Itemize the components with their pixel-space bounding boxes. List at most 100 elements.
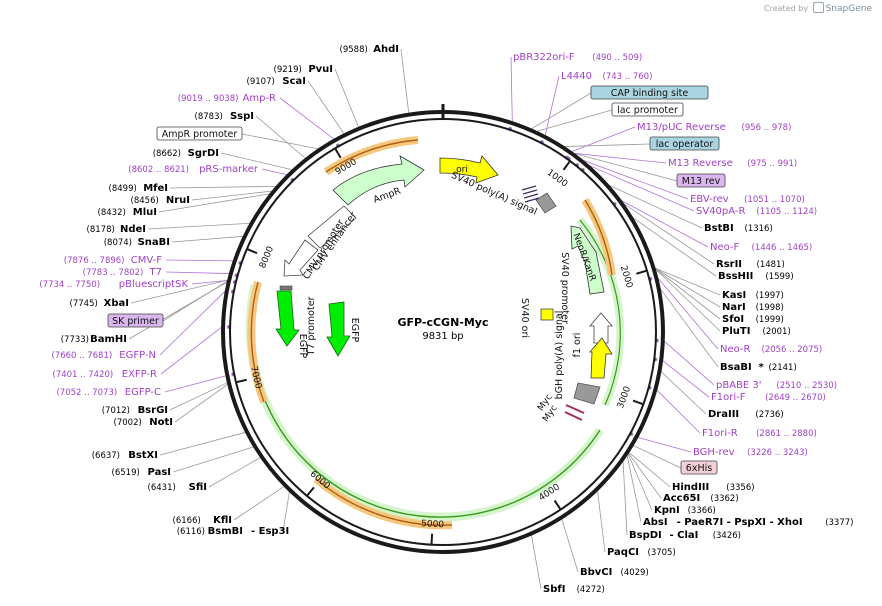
primer-egfp-n[interactable]: EGFP-N(7660 .. 7681) bbox=[51, 350, 156, 361]
feature-box-6xhis[interactable]: 6xHis bbox=[680, 460, 718, 475]
feature-box-lac-promoter[interactable]: lac promoter bbox=[611, 102, 684, 117]
primer-name: pBABE 3' bbox=[716, 380, 762, 391]
enzyme-site-sfoi[interactable]: SfoI(1999) bbox=[722, 314, 784, 325]
primer-prs-marker[interactable]: pRS-marker(8602 .. 8621) bbox=[128, 164, 259, 175]
primer-t7[interactable]: T7(7783 .. 7802) bbox=[83, 267, 162, 278]
enzyme-name: KpnI bbox=[654, 505, 680, 516]
enzyme-site-kpni[interactable]: KpnI(3366) bbox=[654, 505, 716, 516]
feature-box-cap-binding-site[interactable]: CAP binding site bbox=[590, 85, 709, 100]
enzyme-site-bspdi[interactable]: BspDI- ClaI(3426) bbox=[629, 530, 741, 541]
connector-line bbox=[563, 143, 651, 147]
orf-arcs bbox=[245, 136, 625, 530]
enzyme-site-kasi[interactable]: KasI(1997) bbox=[722, 290, 784, 301]
primer-pbabe-3-[interactable]: pBABE 3'(2510 .. 2530) bbox=[716, 380, 837, 391]
primer-name: EGFP-C bbox=[125, 387, 161, 398]
connector-line bbox=[530, 92, 592, 130]
enzyme-site-nari[interactable]: NarI(1998) bbox=[722, 302, 784, 313]
enzyme-site-sbfi[interactable]: SbfI(4272) bbox=[543, 584, 605, 595]
enzyme-site-sgrdi[interactable]: SgrDI(8662) bbox=[153, 148, 219, 159]
enzyme-site-hindiii[interactable]: HindIII(3356) bbox=[672, 482, 755, 493]
primer-l4440[interactable]: L4440(743 .. 760) bbox=[561, 71, 652, 82]
feature-box-lac-operator[interactable]: lac operator bbox=[649, 136, 720, 151]
feature-box-label: SK primer bbox=[112, 316, 159, 327]
enzyme-site-draiii[interactable]: DraIII(2736) bbox=[708, 409, 784, 420]
primer-range: (1051 .. 1070) bbox=[744, 195, 805, 205]
primer-bgh-rev[interactable]: BGH-rev(3226 .. 3243) bbox=[693, 447, 808, 458]
enzyme-site-bbvci[interactable]: BbvCI(4029) bbox=[580, 567, 649, 578]
connector-line bbox=[661, 360, 710, 398]
primer-amp-r[interactable]: Amp-R(9019 .. 9038) bbox=[178, 93, 276, 104]
enzyme-site-bsmbi[interactable]: BsmBI(6116)- Esp3I bbox=[177, 526, 290, 537]
enzyme-site-bstxi[interactable]: BstXI(6637) bbox=[92, 450, 158, 461]
enzyme-position: (8432) bbox=[98, 208, 126, 218]
primer-cmv-f[interactable]: CMV-F(7876 .. 7896) bbox=[64, 255, 162, 266]
enzyme-site-xbai[interactable]: XbaI(7745) bbox=[70, 298, 129, 309]
enzyme-site-acc65i[interactable]: Acc65I(3362) bbox=[663, 493, 739, 504]
connector-line bbox=[282, 491, 290, 532]
primer-f1ori-f[interactable]: F1ori-F(2649 .. 2670) bbox=[711, 392, 826, 403]
enzyme-name: BssHII bbox=[718, 271, 753, 282]
connector-line bbox=[656, 276, 719, 350]
cmv-enhancer-arrow bbox=[307, 205, 357, 249]
feature-box-sk-primer[interactable]: SK primer bbox=[107, 313, 164, 328]
enzyme-site-mlui[interactable]: MluI(8432) bbox=[98, 207, 157, 218]
primer-range: (3226 .. 3243) bbox=[747, 448, 808, 458]
enzyme-site-pluti[interactable]: PluTI(2001) bbox=[722, 326, 791, 337]
enzyme-name: ScaI bbox=[282, 76, 306, 87]
enzyme-name: SspI bbox=[230, 111, 254, 122]
connector-line bbox=[607, 184, 703, 229]
enzyme-position: (7002) bbox=[114, 418, 142, 428]
enzyme-position: (8178) bbox=[87, 225, 115, 235]
primer-range: (2649 .. 2670) bbox=[765, 393, 826, 403]
enzyme-site-sfii[interactable]: SfiI(6431) bbox=[148, 482, 207, 493]
enzyme-site-noti[interactable]: NotI(7002) bbox=[114, 417, 173, 428]
enzyme-site-absi[interactable]: AbsI- PaeR7I - PspXI - XhoI(3377) bbox=[643, 517, 853, 528]
enzyme-site-snabi[interactable]: SnaBI(8074) bbox=[104, 237, 170, 248]
primer-range: (7660 .. 7681) bbox=[51, 351, 112, 361]
primer-m13-puc-reverse[interactable]: M13/pUC Reverse(956 .. 978) bbox=[637, 122, 791, 133]
enzyme-site-scai[interactable]: ScaI(9107) bbox=[247, 76, 306, 87]
primer-m13-reverse[interactable]: M13 Reverse(975 .. 991) bbox=[668, 158, 797, 169]
feature-box-ampr-promoter[interactable]: AmpR promoter bbox=[156, 126, 243, 141]
enzyme-site-bsrgi[interactable]: BsrGI(7012) bbox=[102, 405, 168, 416]
primer-egfp-c[interactable]: EGFP-C(7052 .. 7073) bbox=[56, 387, 161, 398]
connector-line bbox=[191, 279, 229, 285]
enzyme-site-bsshii[interactable]: BssHII(1599) bbox=[718, 271, 794, 282]
primer-neo-r[interactable]: Neo-R(2056 .. 2075) bbox=[720, 344, 822, 355]
enzyme-position: (3705) bbox=[648, 548, 676, 558]
lac-marks bbox=[521, 185, 540, 203]
enzyme-site-kfli[interactable]: KflI(6166) bbox=[173, 515, 232, 526]
enzyme-name: NarI bbox=[722, 302, 746, 313]
feature-box-label: M13 rev bbox=[682, 176, 721, 187]
connector-line bbox=[572, 152, 667, 164]
enzyme-site-ahdi[interactable]: AhdI(9588) bbox=[340, 44, 399, 55]
primer-name: L4440 bbox=[561, 71, 592, 82]
enzyme-position: (6166) bbox=[173, 516, 201, 526]
enzyme-site-bstbi[interactable]: BstBI(1316) bbox=[704, 223, 773, 234]
enzyme-site-sspi[interactable]: SspI(8783) bbox=[195, 111, 254, 122]
label-connectors bbox=[128, 48, 721, 590]
primer-exfp-r[interactable]: EXFP-R(7401 .. 7420) bbox=[52, 369, 157, 380]
primer-sv40pa-r[interactable]: SV40pA-R(1105 .. 1124) bbox=[696, 206, 817, 217]
feature-box-m13-rev[interactable]: M13 rev bbox=[676, 173, 726, 188]
enzyme-site-pasi[interactable]: PasI(6519) bbox=[112, 467, 171, 478]
primer-f1ori-r[interactable]: F1ori-R(2861 .. 2880) bbox=[702, 428, 817, 439]
primer-pbr322ori-f[interactable]: pBR322ori-F(490 .. 509) bbox=[513, 52, 642, 63]
enzyme-site-paqci[interactable]: PaqCI(3705) bbox=[607, 547, 676, 558]
enzyme-site-bamhi[interactable]: BamHI(7733) bbox=[61, 334, 127, 345]
primer-range: (8602 .. 8621) bbox=[128, 165, 189, 175]
enzyme-site-pvui[interactable]: PvuI(9219) bbox=[274, 64, 333, 75]
enzyme-site-bsabi[interactable]: BsaBI*(2141) bbox=[720, 362, 797, 373]
enzyme-site-ndei[interactable]: NdeI(8178) bbox=[87, 224, 146, 235]
enzyme-position: (8499) bbox=[109, 184, 137, 194]
enzyme-site-rsrii[interactable]: RsrII(1481) bbox=[716, 259, 785, 270]
enzyme-site-nrui[interactable]: NruI(8456) bbox=[131, 195, 190, 206]
enzyme-site-mfei[interactable]: MfeI(8499) bbox=[109, 183, 168, 194]
primer-pbluescriptsk[interactable]: pBluescriptSK(7734 .. 7750) bbox=[39, 279, 188, 290]
primer-neo-f[interactable]: Neo-F(1446 .. 1465) bbox=[710, 242, 812, 253]
primer-name: EBV-rev bbox=[690, 194, 729, 205]
enzyme-name: PasI bbox=[148, 467, 171, 478]
ampr-arrow bbox=[332, 155, 425, 206]
connector-line bbox=[255, 115, 307, 160]
primer-ebv-rev[interactable]: EBV-rev (1051 .. 1070) bbox=[690, 194, 805, 205]
